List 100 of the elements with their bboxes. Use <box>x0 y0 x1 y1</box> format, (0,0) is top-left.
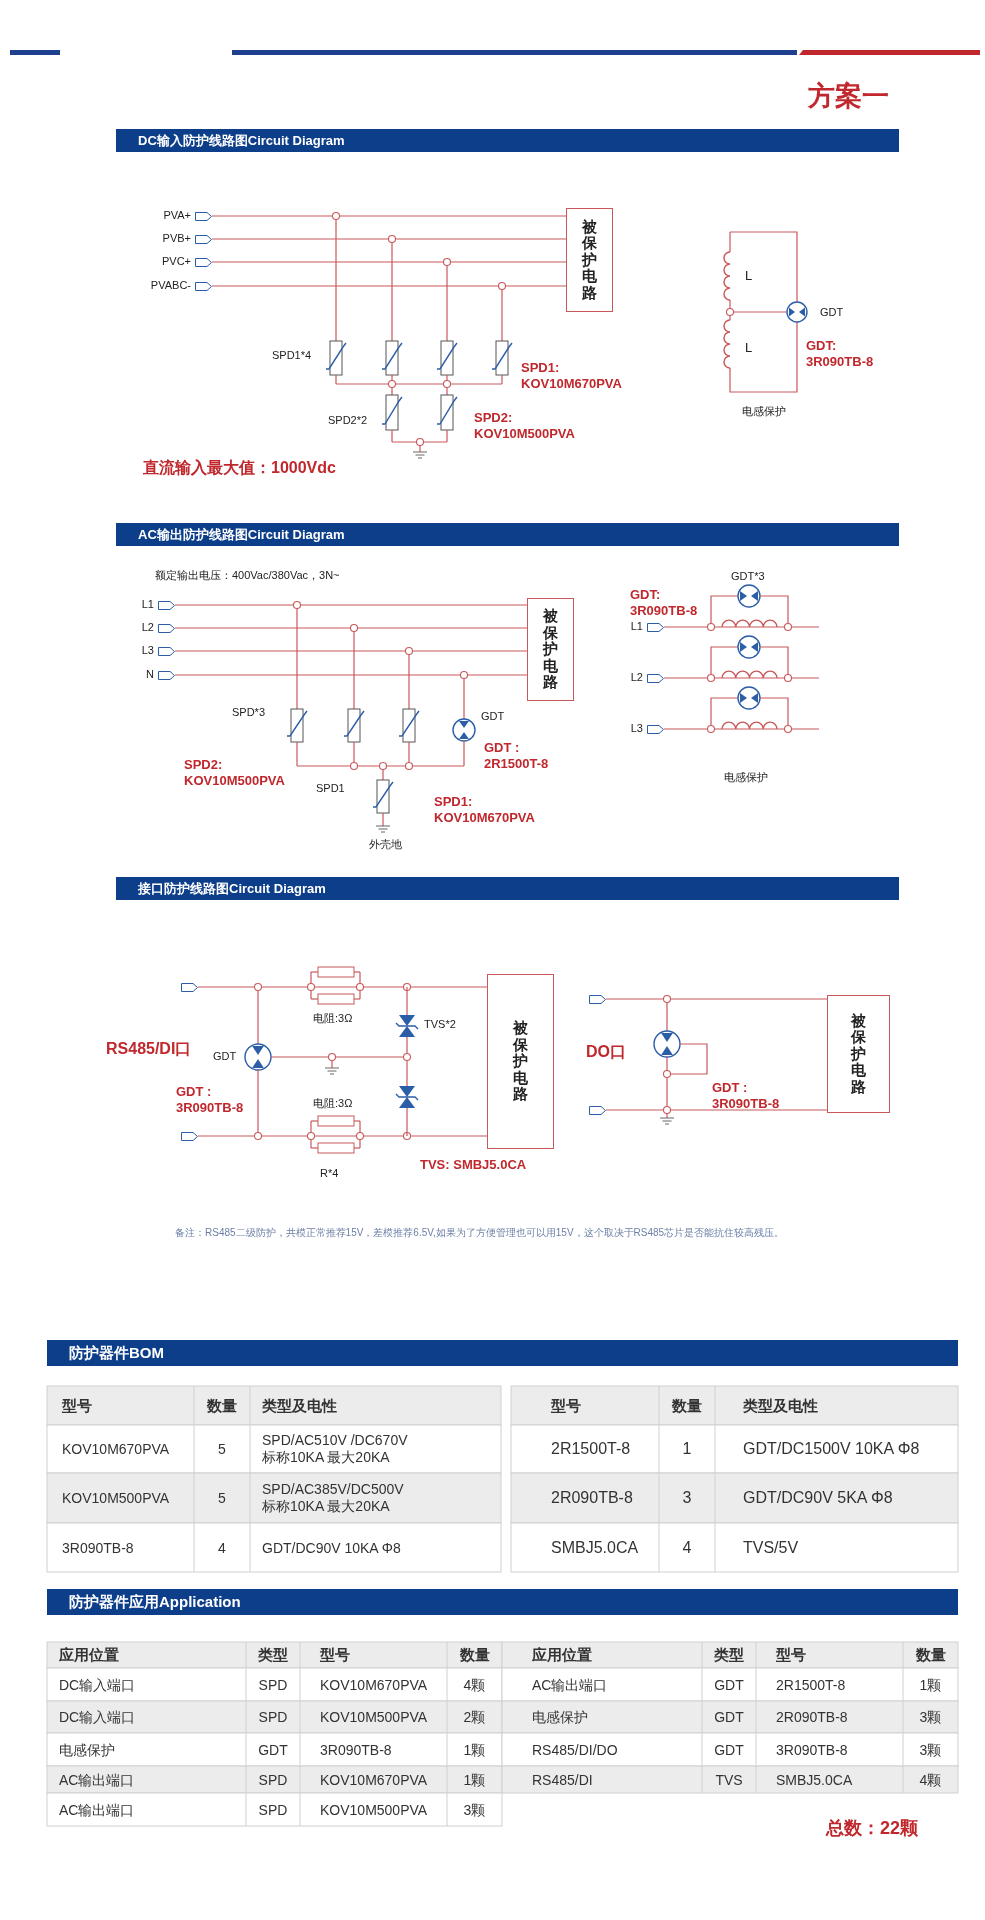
rating-note: 额定输出电压：400Vac/380Vac，3N~ <box>155 569 340 583</box>
port-label: RS485/DI口 <box>106 1039 192 1059</box>
model-number: 2R1500T-8 <box>776 1676 846 1693</box>
section-heading: 防护器件BOM <box>69 1343 164 1363</box>
component-label: SPD1*4 <box>272 349 312 363</box>
quantity: 1颗 <box>463 1771 486 1788</box>
inductor-label: L <box>745 268 753 284</box>
wire <box>211 261 567 263</box>
terminal-connector <box>647 724 664 734</box>
component-type: SPD <box>258 1676 288 1693</box>
terminal-label: L1 <box>630 620 643 634</box>
model-number: KOV10M670PVA <box>320 1676 428 1693</box>
terminal-label: PVA+ <box>163 209 191 223</box>
terminal-label: L2 <box>141 621 154 635</box>
column-header: 数量 <box>672 1396 702 1415</box>
column-header: 型号 <box>551 1396 581 1415</box>
part-number-label: GDT : 3R090TB-8 <box>176 1084 245 1116</box>
component-label: SPD2*2 <box>328 414 368 428</box>
section-caption: 电感保护 <box>742 405 786 419</box>
type-and-rating: GDT/DC90V 5KA Φ8 <box>743 1488 893 1508</box>
wire <box>174 650 528 652</box>
column-header: 应用位置 <box>59 1646 119 1664</box>
terminal-connector <box>195 211 212 221</box>
port-label: DO口 <box>586 1042 626 1062</box>
column-header: 型号 <box>62 1396 92 1415</box>
model-number: KOV10M670PVA <box>320 1771 428 1788</box>
quantity: 4 <box>682 1537 692 1558</box>
application-location: RS485/DI <box>532 1771 593 1788</box>
wire <box>663 728 820 730</box>
part-number-label: GDT: 3R090TB-8 <box>806 338 875 370</box>
column-header: 类型及电性 <box>262 1396 337 1415</box>
component-type: TVS <box>715 1771 743 1788</box>
model-number: KOV10M670PVA <box>62 1440 170 1458</box>
terminal-connector <box>195 234 212 244</box>
column-header: 类型 <box>714 1646 744 1664</box>
quantity: 4颗 <box>919 1771 942 1788</box>
protected-circuit-box <box>487 974 554 1149</box>
circuit-name: 被保护电路 <box>513 1020 528 1103</box>
application-location: AC输出端口 <box>59 1771 135 1788</box>
application-location: AC输出端口 <box>59 1801 135 1818</box>
wire <box>211 215 567 217</box>
section-header-band <box>116 877 899 900</box>
terminal-label: L2 <box>630 671 643 685</box>
wire <box>197 1135 488 1137</box>
column-header: 类型 <box>258 1646 288 1664</box>
terminal-connector <box>181 1131 198 1141</box>
component-type: GDT <box>714 1676 744 1693</box>
model-number: 2R090TB-8 <box>776 1708 848 1726</box>
model-number: 2R090TB-8 <box>551 1488 633 1508</box>
terminal-connector <box>158 670 175 680</box>
quantity: 1颗 <box>919 1676 942 1693</box>
quantity: 1 <box>682 1439 692 1459</box>
part-number-label: TVS: SMBJ5.0CA <box>420 1157 527 1173</box>
wire <box>605 998 828 1000</box>
component-type: SPD <box>258 1801 288 1818</box>
protected-circuit-box <box>827 995 890 1113</box>
model-number: 3R090TB-8 <box>62 1539 134 1556</box>
model-number: 3R090TB-8 <box>320 1741 392 1758</box>
model-number: SMBJ5.0CA <box>776 1771 853 1788</box>
terminal-connector <box>181 982 198 992</box>
column-header: 型号 <box>776 1646 806 1664</box>
type-and-rating: SPD/AC385V/DC500V 标称10KA 最大20KA <box>262 1481 405 1515</box>
wire <box>174 627 528 629</box>
terminal-label: N <box>146 668 154 682</box>
section-header-band <box>116 129 899 152</box>
column-header: 型号 <box>320 1646 350 1664</box>
wire <box>197 986 488 988</box>
terminal-connector <box>195 257 212 267</box>
section-header-band <box>47 1589 958 1615</box>
component-label: R*4 <box>320 1167 339 1181</box>
terminal-label: L3 <box>630 722 643 736</box>
application-location: 电感保护 <box>532 1708 588 1726</box>
component-label: SPD1 <box>316 782 345 796</box>
part-number-label: SPD1: KOV10M670PVA <box>434 794 536 826</box>
section-header-band <box>116 523 899 546</box>
terminal-connector <box>589 994 606 1004</box>
component-label: SPD*3 <box>232 706 266 720</box>
component-type: GDT <box>714 1708 744 1726</box>
wire <box>605 1109 828 1111</box>
component-type: SPD <box>258 1708 288 1726</box>
wire <box>663 677 820 679</box>
component-label: GDT*3 <box>731 570 765 584</box>
quantity: 1颗 <box>463 1741 486 1758</box>
quantity: 4颗 <box>463 1676 486 1693</box>
type-and-rating: TVS/5V <box>743 1537 799 1558</box>
section-heading: AC输出防护线路图Circuit Diagram <box>138 525 345 544</box>
terminal-label: PVC+ <box>161 255 191 269</box>
terminal-connector <box>589 1105 606 1115</box>
component-type: GDT <box>714 1741 744 1758</box>
terminal-label: L3 <box>141 644 154 658</box>
model-number: 3R090TB-8 <box>776 1741 848 1758</box>
quantity: 3 <box>682 1488 692 1508</box>
quantity: 5 <box>218 1440 226 1458</box>
total-count: 总数：22颗 <box>826 1818 919 1840</box>
resistor-value-label: 电阻:3Ω <box>313 1012 353 1026</box>
model-number: KOV10M500PVA <box>62 1489 170 1507</box>
type-and-rating: GDT/DC1500V 10KA Φ8 <box>743 1439 920 1459</box>
terminal-connector <box>158 646 175 656</box>
model-number: SMBJ5.0CA <box>551 1537 639 1558</box>
circuit-name: 被保护电路 <box>582 218 597 302</box>
